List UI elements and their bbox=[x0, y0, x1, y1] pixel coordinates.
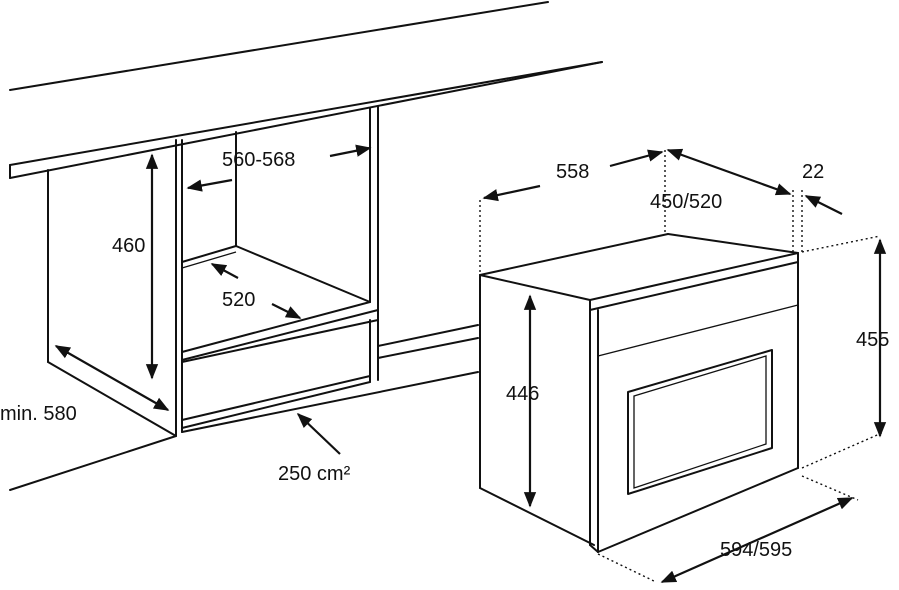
dimension-arrow-oven-width-left bbox=[482, 184, 541, 202]
dimension-arrow-niche-depth-back bbox=[210, 263, 239, 279]
dimension-arrow-front-width bbox=[660, 496, 854, 584]
dimension-arrow-niche-width-left bbox=[186, 178, 233, 192]
label-oven-width: 558 bbox=[556, 161, 589, 183]
kitchen-cabinet bbox=[9, 1, 603, 491]
label-niche-depth: 520 bbox=[222, 289, 255, 311]
label-front-offset: 22 bbox=[802, 161, 824, 183]
dimension-arrow-min-depth bbox=[54, 345, 170, 411]
dimension-arrow-niche-depth-front bbox=[271, 303, 302, 319]
label-oven-depth: 450/520 bbox=[650, 191, 722, 213]
label-front-height: 455 bbox=[856, 329, 889, 351]
dimension-arrow-oven-depth bbox=[666, 148, 792, 196]
label-niche-width: 560-568 bbox=[222, 149, 295, 171]
label-min-depth: min. 580 bbox=[0, 403, 77, 425]
dimension-arrow-front-offset bbox=[804, 195, 843, 215]
dimension-arrow-niche-width-right bbox=[329, 144, 372, 158]
dimension-arrows bbox=[54, 144, 887, 584]
ventilation-arrow bbox=[296, 412, 341, 455]
dimension-arrow-oven-width-right bbox=[609, 149, 664, 168]
label-front-width: 594/595 bbox=[720, 539, 792, 561]
label-body-height: 446 bbox=[506, 383, 539, 405]
label-ventilation: 250 cm² bbox=[278, 463, 351, 485]
label-niche-height: 460 bbox=[112, 235, 145, 257]
dimension-labels: 560-568 460 520 min. 580 250 cm² 558 450… bbox=[0, 149, 889, 561]
extension-lines bbox=[479, 150, 885, 583]
